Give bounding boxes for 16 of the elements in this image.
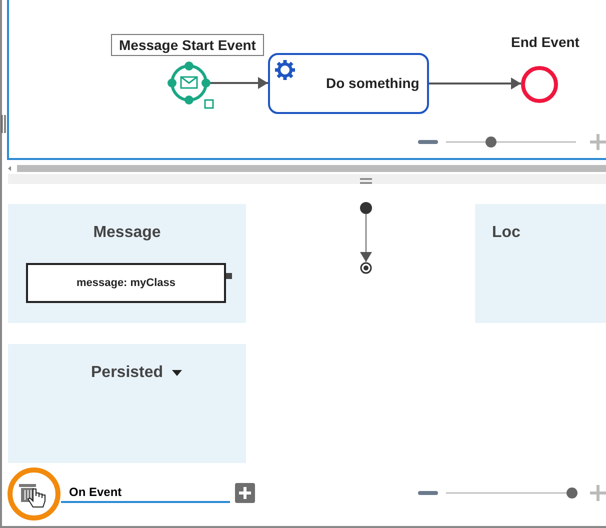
task-box bbox=[268, 53, 429, 114]
final-state bbox=[360, 262, 372, 274]
panel-title: Message bbox=[92, 224, 162, 242]
sequence-arrow bbox=[209, 77, 268, 89]
parameter-label: message: myClass bbox=[75, 277, 177, 289]
panel-title: Loc bbox=[492, 224, 520, 242]
field-value: On Event bbox=[69, 485, 122, 499]
data-panel bbox=[8, 344, 246, 463]
sequence-arrow bbox=[360, 214, 372, 262]
task-label: Do something bbox=[326, 75, 420, 91]
data-panel bbox=[8, 204, 246, 323]
initial-state bbox=[360, 202, 372, 214]
event-label: Message Start Event bbox=[111, 34, 264, 56]
sequence-arrow bbox=[429, 78, 521, 90]
panel-title: Persisted bbox=[91, 364, 164, 382]
event-label: End Event bbox=[511, 34, 580, 50]
